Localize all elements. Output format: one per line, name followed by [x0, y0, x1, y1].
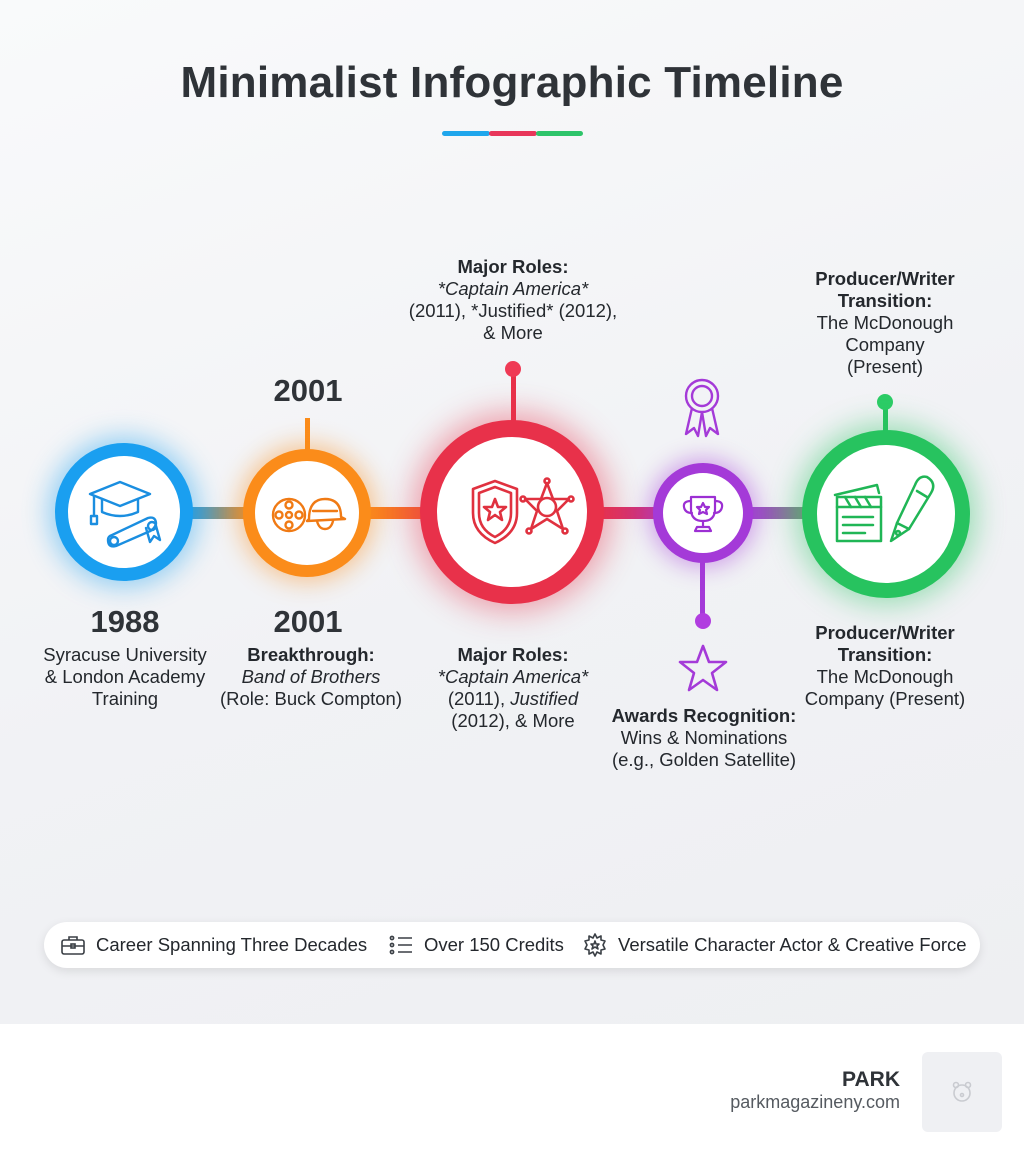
footer-logo [922, 1052, 1002, 1132]
stem-major-roles-top [511, 368, 516, 432]
summary-label-versatile: Versatile Character Actor & Creative For… [618, 934, 967, 955]
stem-producer-top [883, 404, 888, 434]
producer-top-line3: (Present) [846, 356, 924, 377]
fountain-pen-icon [889, 475, 935, 543]
title-underline-blue [442, 131, 490, 136]
list-icon [389, 935, 412, 955]
milestone-2001-detail: (Role: Buck Compton) [220, 688, 402, 709]
major-roles-line3: (2012), & More [451, 710, 575, 731]
awards-heading: Awards Recognition: [611, 705, 797, 726]
summary-item-credits: Over 150 Credits [388, 922, 564, 968]
producer-line2: Company (Present) [804, 688, 966, 709]
major-roles-top-line1: *Captain America* [437, 278, 589, 299]
milestone-1988-text: Syracuse University & London Academy Tra… [43, 644, 207, 709]
major-roles-top-line2: (2011), *Justified* (2012), [408, 300, 618, 321]
infographic-canvas: Minimalist Infographic Timeline [0, 0, 1024, 1024]
stem-awards-bottom [700, 556, 705, 618]
summary-label-credits: Over 150 Credits [424, 934, 564, 955]
year-1988: 1988 [90, 604, 160, 639]
producer-top-heading-2: Transition: [837, 290, 933, 311]
major-roles-line2-a: (2011), [447, 688, 511, 709]
major-roles-heading: Major Roles: [457, 644, 569, 665]
producer-line1: The McDonough [816, 666, 954, 687]
major-roles-top-heading: Major Roles: [457, 256, 569, 277]
milestone-2001-node [243, 449, 371, 577]
gear-star-icon [584, 933, 606, 957]
awards-line1: Wins & Nominations [620, 727, 788, 748]
milestone-2001-title: Band of Brothers [241, 666, 381, 687]
footer: PARK parkmagazineny.com [0, 1024, 1024, 1154]
title-underline-green [536, 131, 583, 136]
clapperboard-icon [833, 483, 883, 543]
milestone-2001-heading: Breakthrough: [247, 644, 375, 665]
producer-top-line2: Company [845, 334, 925, 355]
producer-top-line1: The McDonough [816, 312, 954, 333]
footer-url[interactable]: parkmagazineny.com [730, 1092, 900, 1112]
summary-item-versatile: Versatile Character Actor & Creative For… [582, 922, 967, 968]
diploma-icon [106, 516, 162, 548]
producer-dot [877, 394, 893, 410]
film-reel-icon [271, 497, 307, 533]
awards-dot [695, 613, 711, 629]
footer-brand: PARK [842, 1068, 900, 1091]
star-icon [678, 644, 728, 692]
stem-2001-top [305, 418, 310, 452]
major-roles-line2-b: Justified [510, 688, 579, 709]
major-roles-top-line3: & More [483, 322, 543, 343]
major-roles-bottom-text: Major Roles: *Captain America* (2011), J… [402, 644, 624, 732]
trophy-icon [682, 495, 724, 533]
year-2001: 2001 [273, 604, 343, 639]
awards-line2: (e.g., Golden Satellite) [611, 749, 797, 770]
summary-bar: Career Spanning Three Decades Over 150 C… [44, 922, 980, 968]
connector-purple-green [742, 507, 812, 519]
milestone-producer-node [802, 430, 970, 598]
milestone-major-roles-node [420, 420, 604, 604]
producer-top-text: Producer/Writer Transition: The McDonoug… [780, 268, 990, 378]
police-shield-icon [471, 479, 519, 545]
graduation-cap-icon [88, 480, 152, 526]
awards-text: Awards Recognition: Wins & Nominations (… [598, 705, 810, 771]
connector-red-purple [592, 507, 664, 519]
major-roles-line1: *Captain America* [437, 666, 589, 687]
summary-label-career: Career Spanning Three Decades [96, 934, 368, 955]
milestone-awards-node [653, 463, 753, 563]
producer-top-heading-1: Producer/Writer [815, 268, 955, 289]
summary-item-career: Career Spanning Three Decades [60, 922, 367, 968]
milestone-1988-node [55, 443, 193, 581]
army-helmet-icon [305, 497, 347, 531]
page-title: Minimalist Infographic Timeline [180, 58, 844, 107]
major-roles-top-text: Major Roles: *Captain America* (2011), *… [386, 256, 640, 344]
bear-logo-icon [952, 1081, 972, 1102]
producer-heading-2: Transition: [837, 644, 933, 665]
briefcase-icon [61, 936, 85, 955]
major-roles-dot [505, 361, 521, 377]
producer-bottom-text: Producer/Writer Transition: The McDonoug… [780, 622, 990, 710]
award-ribbon-icon [684, 378, 720, 438]
sheriff-star-icon [519, 477, 575, 535]
producer-heading-1: Producer/Writer [815, 622, 955, 643]
title-underline-red [489, 131, 537, 136]
milestone-2001-text: Breakthrough: Band of Brothers (Role: Bu… [206, 644, 416, 710]
connector-blue-orange [180, 507, 260, 519]
year-2001-top: 2001 [273, 373, 343, 408]
